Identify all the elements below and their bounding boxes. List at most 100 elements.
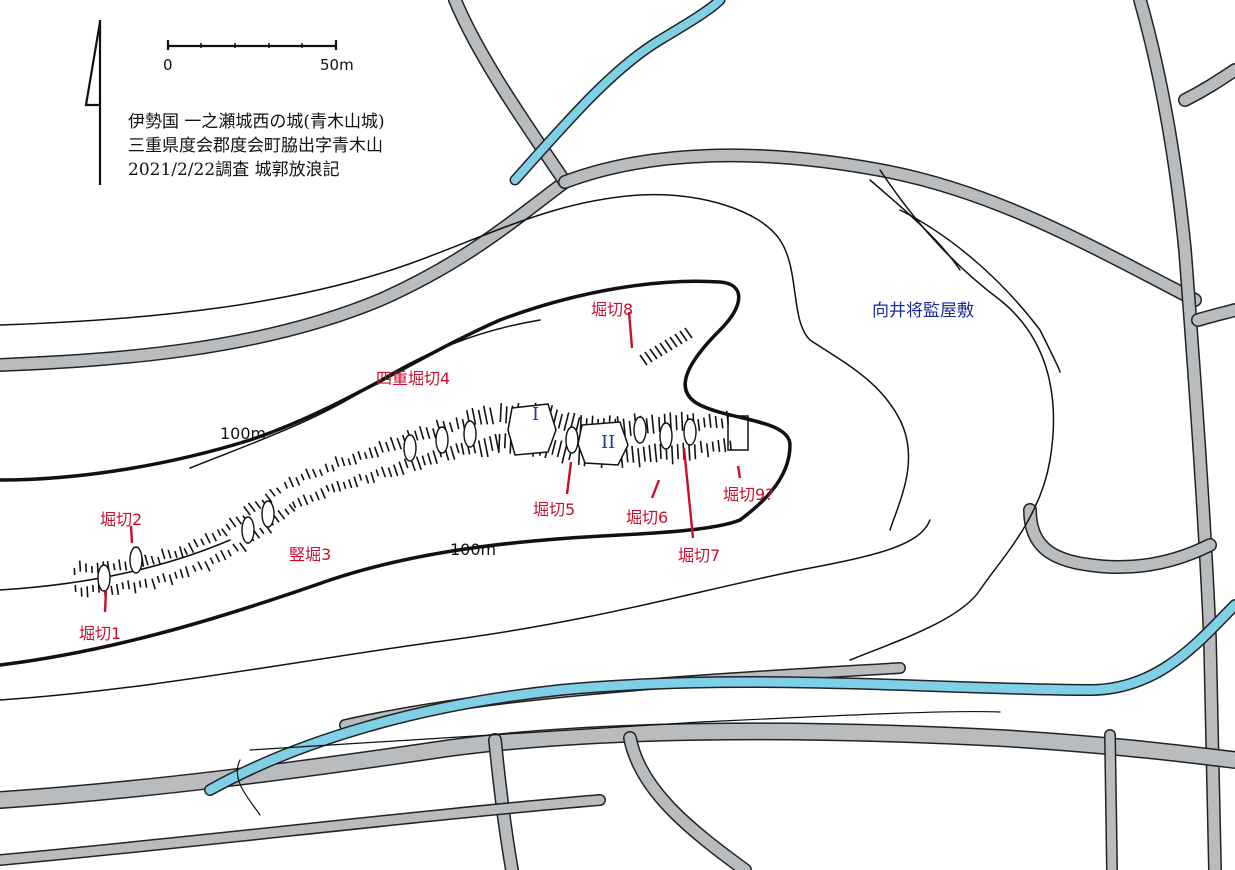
hachure-mark (214, 553, 221, 563)
hachure-mark (455, 443, 460, 454)
contour-south-low (249, 710, 1001, 751)
hachure-mark (225, 523, 231, 531)
hachure-mark (671, 445, 674, 465)
hachure-mark (648, 445, 652, 463)
road-south-main (0, 722, 1235, 809)
contour-label-lower: 100m (450, 540, 497, 559)
hachure-mark (191, 565, 197, 572)
hachure-mark (575, 417, 581, 432)
hachure-mark (288, 476, 295, 488)
enclosure-main-outline[interactable] (507, 403, 557, 456)
hachure-mark (556, 440, 563, 458)
hachure-mark (235, 516, 243, 525)
north-arrow (84, 20, 102, 185)
hachure-mark (193, 538, 199, 548)
hachure-mark (425, 427, 431, 440)
hachure-mark (637, 448, 641, 468)
hachure-mark (314, 491, 320, 501)
label-horikiri5: 堀切5 (533, 500, 576, 519)
hachure-mark (370, 471, 376, 483)
hachure-mark (720, 418, 724, 429)
hachure-mark (157, 556, 161, 565)
hachure-mark (455, 417, 460, 430)
hachure-mark (693, 444, 697, 460)
hachure-mark (259, 527, 265, 535)
hachure-mark (331, 483, 336, 493)
hachure-mark (628, 420, 632, 436)
hachure-mark (714, 416, 718, 429)
hachure-mark (183, 548, 189, 555)
label-horikiri8: 堀切8 (591, 300, 634, 319)
hachure-mark (228, 517, 237, 528)
river-system (204, 0, 1235, 796)
road-east-vertical (1133, 0, 1222, 870)
road-south-spur-mid (623, 731, 752, 870)
hachure-mark (288, 503, 296, 513)
hachure-mark (684, 327, 693, 339)
enclosure-second-outline[interactable] (577, 421, 629, 466)
hachure-mark (622, 418, 626, 436)
hachure-mark (320, 488, 326, 499)
hachure-mark (418, 425, 425, 440)
hachure-mark (284, 508, 290, 516)
hachure-mark (557, 413, 564, 429)
hachure-mark (421, 455, 426, 466)
hachure-mark (505, 406, 508, 424)
hachure-mark (247, 502, 256, 513)
river-north (509, 0, 726, 186)
road-east-lower-branch (1191, 303, 1235, 327)
hachure-mark (380, 466, 387, 478)
hachure-mark (283, 481, 288, 489)
trench-mark (241, 516, 255, 544)
scale-start-label: 0 (163, 56, 173, 74)
hachure-mark (625, 447, 629, 463)
castle-earthworks (73, 327, 733, 598)
hachure-mark (167, 549, 172, 559)
hachure-mark (426, 452, 432, 465)
hachure-mark (654, 345, 663, 357)
hachure-mark (378, 440, 384, 453)
hachure-mark (292, 501, 297, 509)
hachure-mark (347, 458, 352, 466)
road-southeast-spur (1023, 503, 1217, 574)
hachure-mark (331, 464, 335, 472)
hachure-mark (482, 405, 489, 425)
hachure-mark (674, 333, 683, 345)
label-tatebori3: 竪堀3 (289, 545, 332, 564)
contour-100m-lower[interactable] (0, 518, 742, 667)
hachure-mark (389, 436, 396, 451)
hachure-mark (396, 437, 402, 450)
contour-100m-upper[interactable] (0, 279, 792, 522)
hachure-mark (432, 450, 438, 464)
hachure-mark (318, 469, 324, 477)
hachure-mark (118, 559, 122, 571)
contour-east-valley (869, 179, 961, 271)
hachure-mark (699, 440, 703, 453)
label-horikiri9: 堀切9? (723, 485, 774, 504)
hachure-mark (342, 481, 347, 489)
hachure-mark (708, 413, 712, 428)
hachure-mark (363, 451, 368, 460)
hachure-mark (204, 561, 211, 572)
hachure-mark (227, 549, 232, 557)
hachure-mark (311, 468, 317, 478)
hachure-mark (368, 447, 374, 459)
hachure-mark (651, 414, 655, 434)
contour-outer-upper (0, 193, 910, 531)
hachure-mark (352, 453, 358, 465)
hachure-mark (200, 538, 205, 546)
hachure-mark (365, 474, 370, 484)
hachure-mark (150, 555, 155, 565)
hachure-mark (160, 548, 166, 560)
trench-mark (463, 420, 477, 448)
hachure-mark (448, 422, 454, 433)
hachure-mark (398, 461, 405, 476)
hachure-mark (561, 444, 568, 464)
enclosure-outlines (507, 403, 749, 466)
hachure-mark (631, 445, 635, 463)
building-square[interactable] (727, 415, 749, 451)
hachure-mark (649, 348, 658, 360)
hachure-mark (460, 442, 465, 455)
hachure-mark (387, 467, 393, 478)
